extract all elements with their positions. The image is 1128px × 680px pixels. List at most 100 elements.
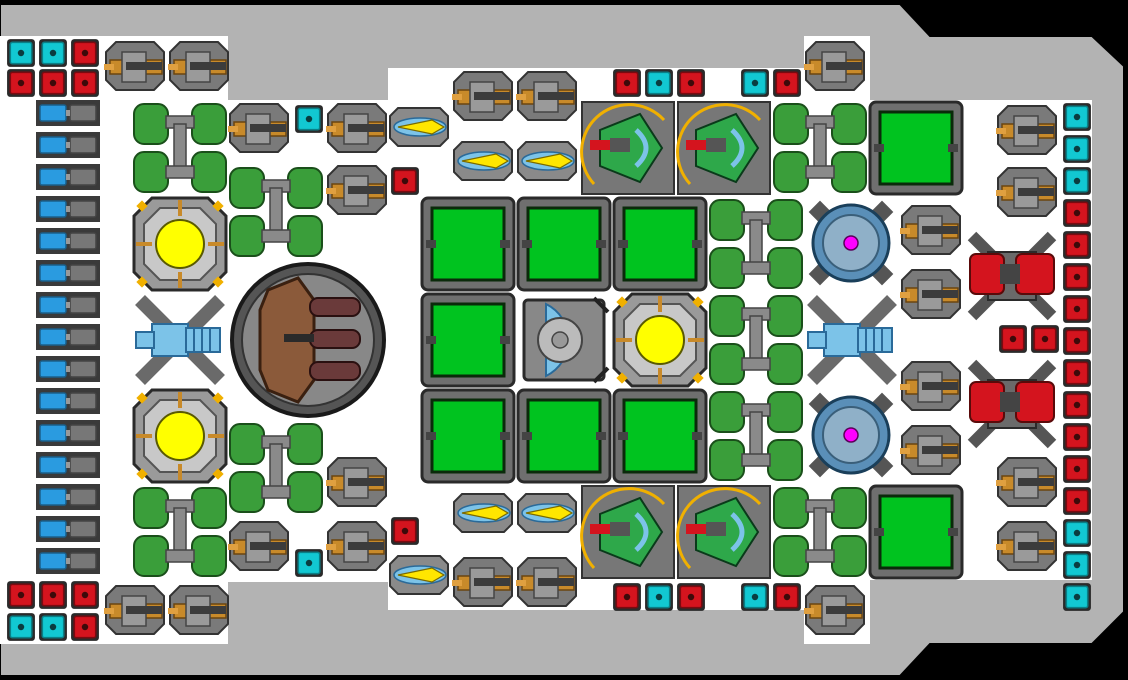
railgun-icon[interactable] [900, 361, 961, 411]
railgun-icon[interactable] [452, 557, 513, 607]
armor-plate-icon[interactable] [612, 196, 708, 292]
red-block-icon[interactable] [1062, 454, 1092, 484]
red-block-icon[interactable] [1062, 326, 1092, 356]
armor-plate-icon[interactable] [420, 196, 516, 292]
red-block-icon[interactable] [390, 166, 420, 196]
railgun-icon[interactable] [900, 425, 961, 475]
red-block-icon[interactable] [6, 68, 36, 98]
railgun-icon[interactable] [804, 585, 865, 635]
red-block-icon[interactable] [70, 580, 100, 610]
armor-plate-icon[interactable] [868, 100, 964, 196]
armor-plate-icon[interactable] [420, 292, 516, 388]
red-block-icon[interactable] [676, 582, 706, 612]
railgun-icon[interactable] [168, 585, 229, 635]
red-block-icon[interactable] [1062, 262, 1092, 292]
red-block-icon[interactable] [998, 324, 1028, 354]
red-block-icon[interactable] [1062, 230, 1092, 260]
red-block-icon[interactable] [1030, 324, 1060, 354]
battery-cell-icon[interactable] [36, 227, 100, 255]
railgun-icon[interactable] [326, 103, 387, 153]
cyan-block-icon[interactable] [294, 104, 324, 134]
red-block-icon[interactable] [676, 68, 706, 98]
battery-cell-icon[interactable] [36, 163, 100, 191]
cyan-block-icon[interactable] [38, 612, 68, 642]
battery-cell-icon[interactable] [36, 131, 100, 159]
red-block-icon[interactable] [390, 516, 420, 546]
railgun-icon[interactable] [996, 105, 1057, 155]
red-block-icon[interactable] [70, 68, 100, 98]
cyan-block-icon[interactable] [1062, 102, 1092, 132]
battery-cell-icon[interactable] [36, 387, 100, 415]
battery-cell-icon[interactable] [36, 291, 100, 319]
armor-plate-icon[interactable] [612, 388, 708, 484]
battery-cell-icon[interactable] [36, 259, 100, 287]
railgun-icon[interactable] [104, 585, 165, 635]
railgun-icon[interactable] [326, 165, 387, 215]
battery-cell-icon[interactable] [36, 323, 100, 351]
railgun-icon[interactable] [104, 41, 165, 91]
red-block-icon[interactable] [1062, 358, 1092, 388]
red-block-icon[interactable] [1062, 486, 1092, 516]
reactor-icon[interactable] [132, 196, 228, 292]
cyan-block-icon[interactable] [740, 582, 770, 612]
reactor-icon[interactable] [612, 292, 708, 388]
railgun-icon[interactable] [228, 521, 289, 571]
red-block-icon[interactable] [612, 582, 642, 612]
missile-launcher-icon[interactable] [582, 486, 674, 578]
railgun-icon[interactable] [804, 41, 865, 91]
laser-gun-icon[interactable] [389, 555, 449, 595]
cyan-block-icon[interactable] [740, 68, 770, 98]
battery-cell-icon[interactable] [36, 195, 100, 223]
cyan-block-icon[interactable] [1062, 550, 1092, 580]
battery-cell-icon[interactable] [36, 419, 100, 447]
armor-plate-icon[interactable] [516, 388, 612, 484]
missile-launcher-icon[interactable] [678, 102, 770, 194]
red-block-icon[interactable] [38, 580, 68, 610]
cyan-block-icon[interactable] [1062, 582, 1092, 612]
battery-cell-icon[interactable] [36, 547, 100, 575]
laser-gun-icon[interactable] [389, 107, 449, 147]
railgun-icon[interactable] [996, 457, 1057, 507]
red-block-icon[interactable] [6, 580, 36, 610]
railgun-icon[interactable] [326, 457, 387, 507]
battery-cell-icon[interactable] [36, 355, 100, 383]
cyan-block-icon[interactable] [1062, 166, 1092, 196]
red-block-icon[interactable] [38, 68, 68, 98]
railgun-icon[interactable] [996, 167, 1057, 217]
missile-launcher-icon[interactable] [678, 486, 770, 578]
battery-cell-icon[interactable] [36, 451, 100, 479]
armor-plate-icon[interactable] [420, 388, 516, 484]
cyan-block-icon[interactable] [6, 38, 36, 68]
red-block-icon[interactable] [70, 38, 100, 68]
railgun-icon[interactable] [900, 269, 961, 319]
railgun-icon[interactable] [168, 41, 229, 91]
red-block-icon[interactable] [1062, 390, 1092, 420]
sensor-dish-icon[interactable] [522, 296, 610, 384]
red-block-icon[interactable] [772, 68, 802, 98]
red-block-icon[interactable] [1062, 198, 1092, 228]
heavy-cannon-icon[interactable] [230, 262, 386, 418]
railgun-icon[interactable] [516, 557, 577, 607]
cyan-block-icon[interactable] [1062, 134, 1092, 164]
armor-plate-icon[interactable] [516, 196, 612, 292]
laser-gun-icon[interactable] [517, 493, 577, 533]
laser-gun-icon[interactable] [453, 493, 513, 533]
red-block-icon[interactable] [1062, 294, 1092, 324]
battery-cell-icon[interactable] [36, 483, 100, 511]
railgun-icon[interactable] [326, 521, 387, 571]
red-block-icon[interactable] [772, 582, 802, 612]
armor-plate-icon[interactable] [868, 484, 964, 580]
laser-gun-icon[interactable] [453, 141, 513, 181]
railgun-icon[interactable] [452, 71, 513, 121]
railgun-icon[interactable] [516, 71, 577, 121]
cyan-block-icon[interactable] [1062, 518, 1092, 548]
red-block-icon[interactable] [1062, 422, 1092, 452]
red-block-icon[interactable] [612, 68, 642, 98]
battery-cell-icon[interactable] [36, 515, 100, 543]
railgun-icon[interactable] [996, 521, 1057, 571]
cyan-block-icon[interactable] [38, 38, 68, 68]
railgun-icon[interactable] [900, 205, 961, 255]
reactor-icon[interactable] [132, 388, 228, 484]
cyan-block-icon[interactable] [6, 612, 36, 642]
